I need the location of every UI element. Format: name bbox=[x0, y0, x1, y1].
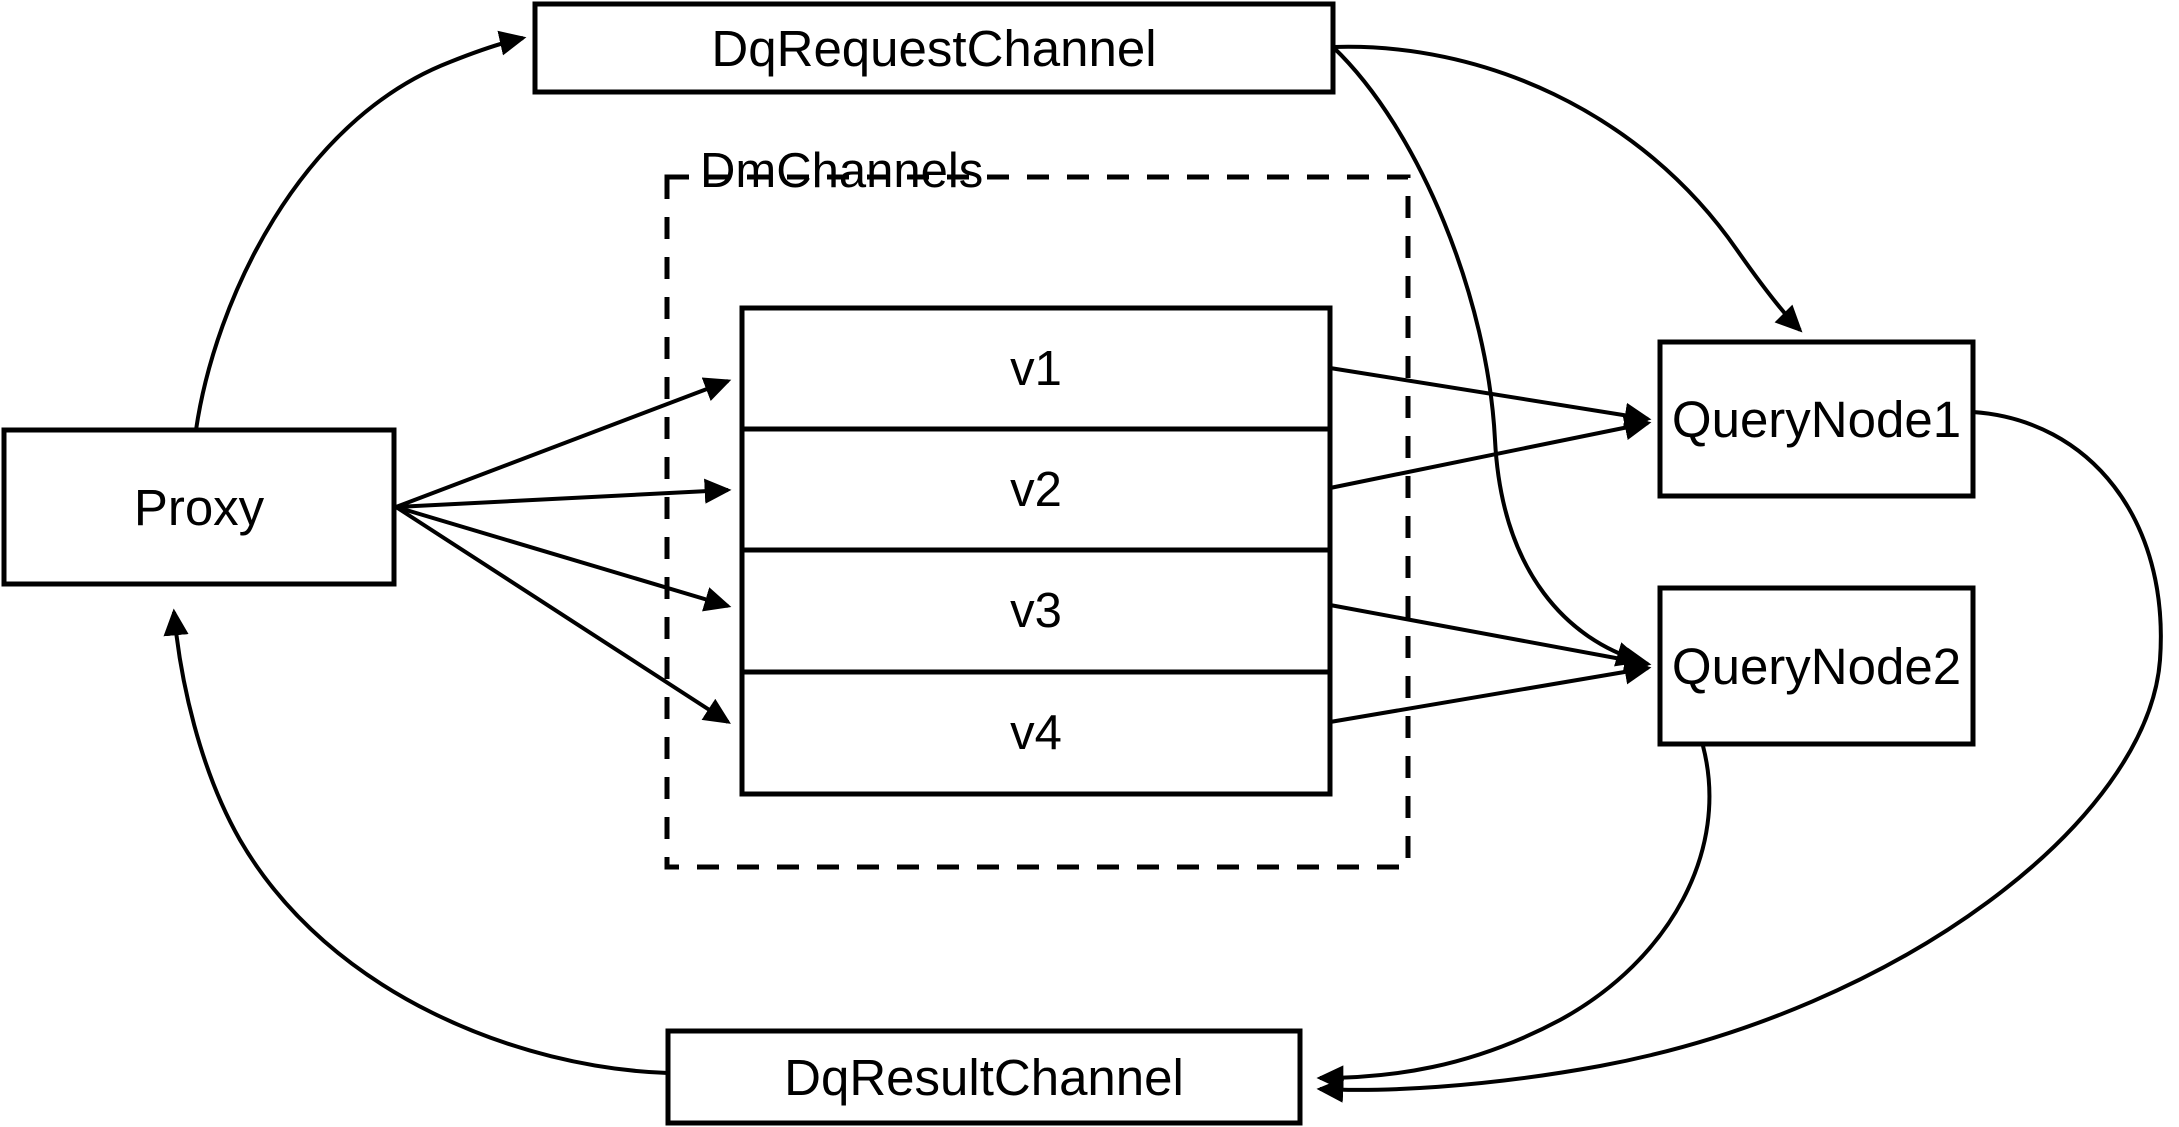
edge-v1-to-querynode1 bbox=[1329, 366, 1652, 428]
edge-dqrequestchannel-to-querynode1 bbox=[1332, 44, 1803, 333]
edge-querynode1-to-dqresultchannel bbox=[1316, 410, 2163, 1103]
edge-proxy-to-v3 bbox=[395, 505, 732, 612]
edge-proxy-to-dqrequestchannel bbox=[194, 30, 527, 431]
dqresultchannel-box[interactable] bbox=[665, 1028, 1303, 1126]
querynode1-box[interactable] bbox=[1657, 339, 1976, 499]
querynode2-box[interactable] bbox=[1657, 585, 1976, 747]
edge-dqrequestchannel-to-querynode2 bbox=[1331, 45, 1644, 667]
dmchannels-group-label: DmChannels bbox=[700, 144, 984, 198]
edge-proxy-to-v4 bbox=[394, 505, 731, 724]
edge-dqresultchannel-to-proxy bbox=[163, 608, 669, 1075]
edge-proxy-to-v1 bbox=[395, 377, 732, 509]
edge-v3-to-querynode2 bbox=[1329, 603, 1652, 673]
dqrequestchannel-box[interactable] bbox=[532, 1, 1336, 95]
edge-v2-to-querynode1 bbox=[1329, 415, 1652, 490]
edge-querynode2-to-dqresultchannel bbox=[1316, 745, 1712, 1091]
edge-v4-to-querynode2 bbox=[1329, 659, 1652, 724]
proxy-box[interactable] bbox=[1, 427, 397, 587]
edge-proxy-to-v2 bbox=[395, 478, 732, 509]
dmchannels-group-box bbox=[664, 174, 1411, 870]
